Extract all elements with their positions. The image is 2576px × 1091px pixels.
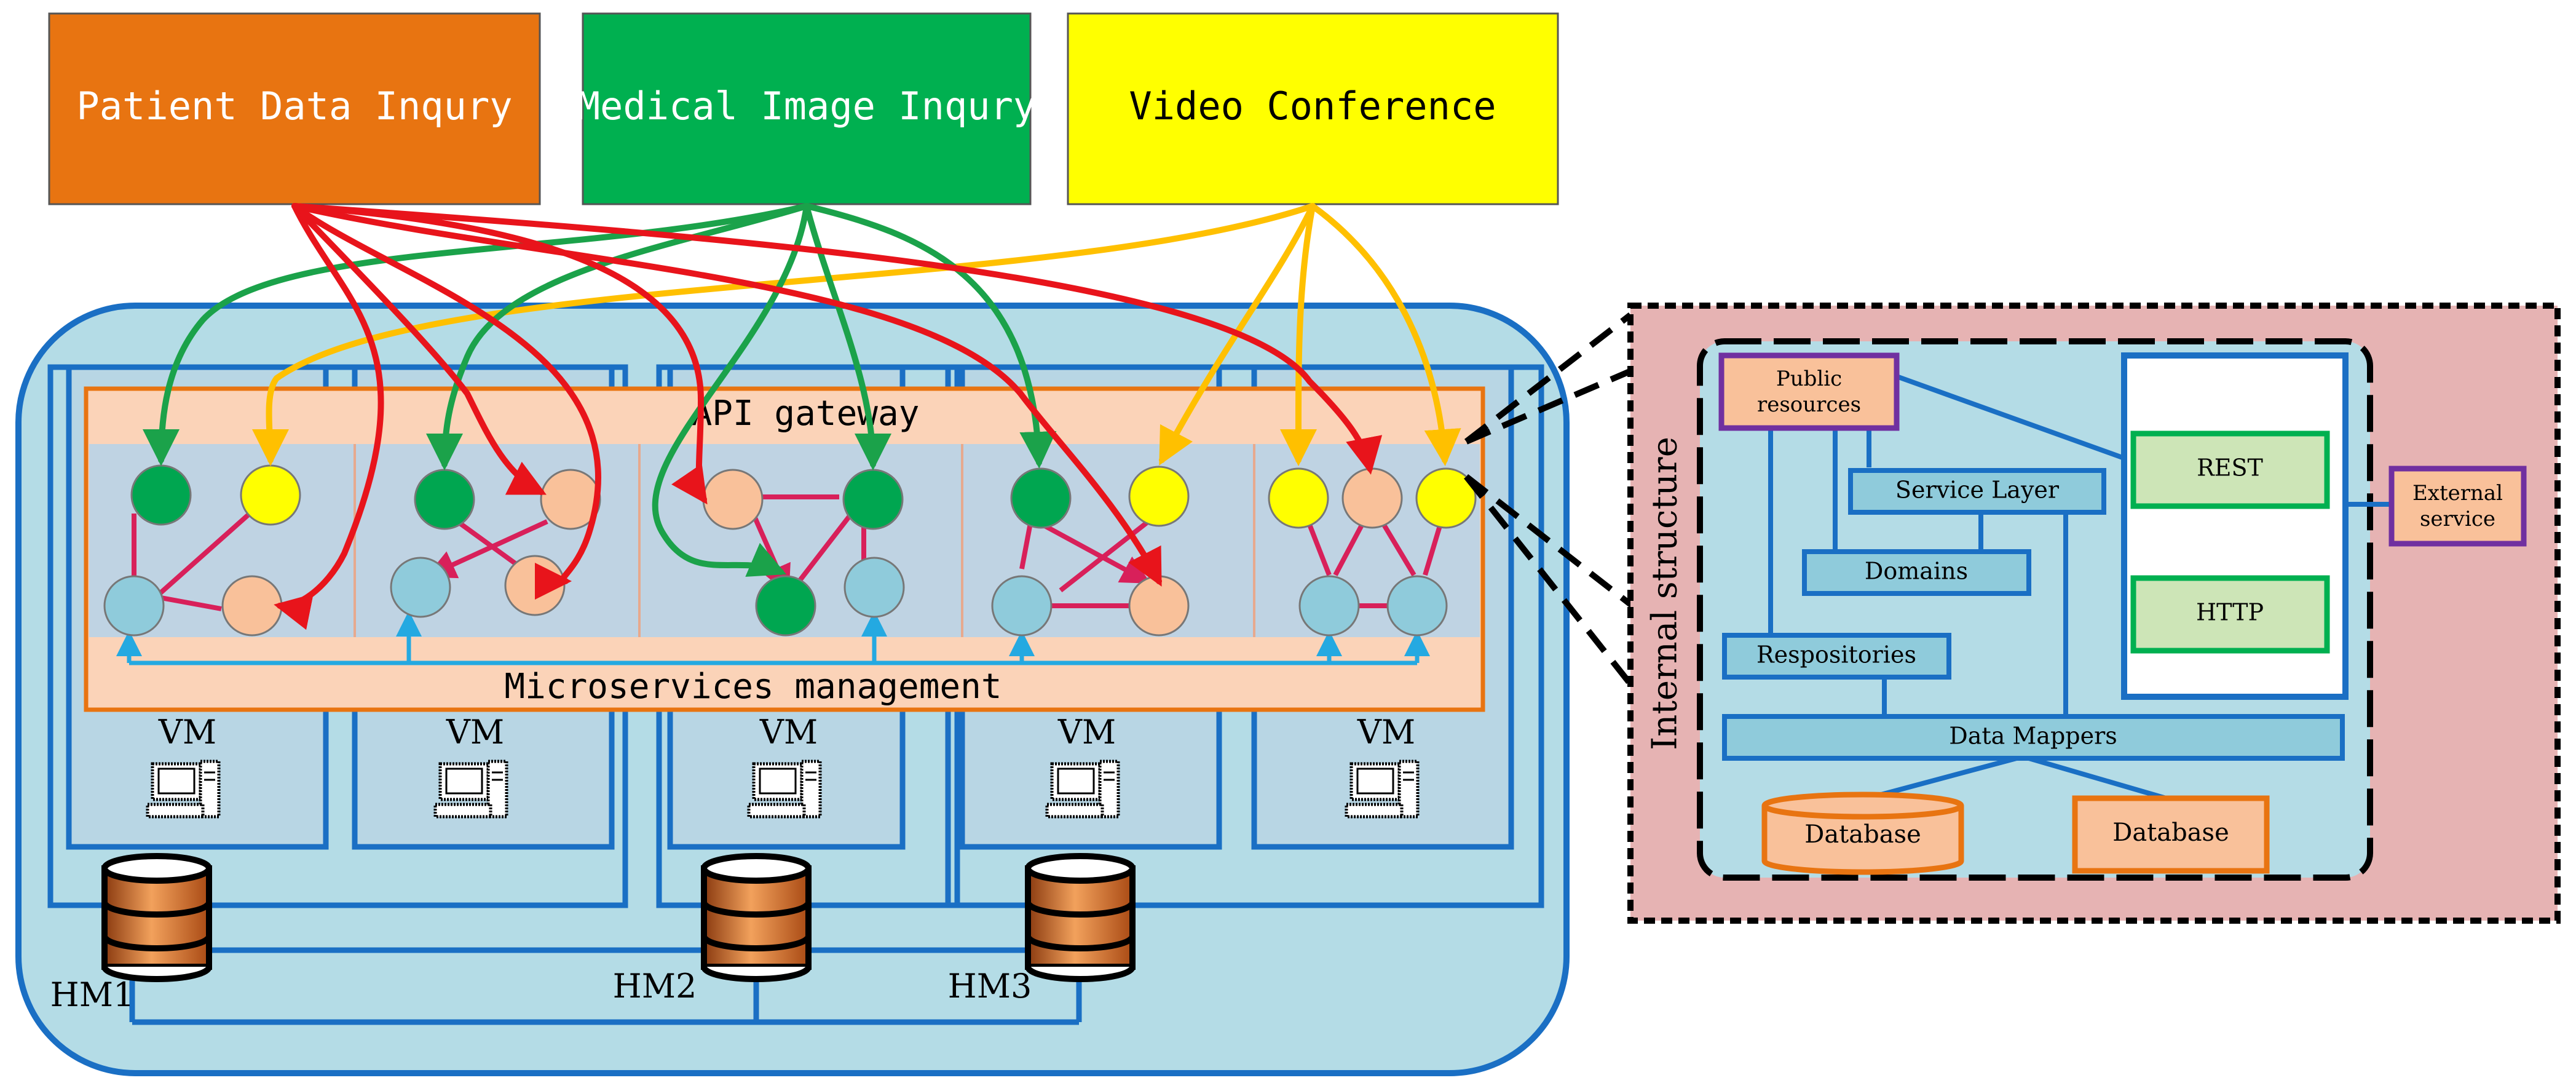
microservices-management-label: Microservices management: [504, 667, 1002, 707]
service-node: [1128, 466, 1190, 527]
database-1-label: Database: [1804, 820, 1921, 849]
host-label-hm1: HM1: [50, 975, 135, 1014]
service-label-medical-image: Medical Image Inqury: [577, 84, 1037, 129]
http-box: [2130, 575, 2330, 654]
internal-structure-title: Internal structure: [1645, 437, 1685, 750]
http-label: HTTP: [2196, 599, 2264, 626]
public-resources-box: [1718, 352, 1900, 431]
database-2-label: Database: [2112, 819, 2229, 847]
request-arrows: [143, 203, 1461, 630]
service-node: [540, 469, 601, 530]
computer-icon: [749, 761, 820, 817]
service-node: [221, 575, 283, 637]
vm-label: VM: [158, 713, 216, 752]
vm-label: VM: [1357, 713, 1415, 752]
host-connections: [129, 947, 1082, 1025]
service-layer-box: [1848, 468, 2106, 515]
repositories-box: [1722, 633, 1951, 680]
internal-connectors: [1768, 374, 2392, 802]
service-node: [130, 464, 192, 526]
service-node: [240, 464, 301, 526]
service-node: [414, 469, 475, 530]
public-resources-label: Public resources: [1756, 366, 1862, 418]
service-node: [991, 575, 1053, 637]
repositories-label: Respositories: [1756, 641, 1916, 668]
service-box-video-conference: Video Conference: [1067, 12, 1559, 205]
service-node: [103, 575, 165, 637]
service-node: [390, 557, 451, 618]
external-service-label: External service: [2412, 480, 2503, 532]
service-node: [1010, 467, 1072, 529]
service-node: [1341, 467, 1403, 529]
database-2-box: [2072, 795, 2270, 874]
management-bus: [116, 611, 1430, 665]
service-node: [1415, 467, 1477, 529]
vm-label: VM: [759, 713, 818, 752]
service-node: [504, 555, 566, 616]
service-box-medical-image: Medical Image Inqury: [577, 12, 1037, 205]
service-separators: [354, 444, 1255, 637]
internal-structure-panel: Internal structure Public resources Serv…: [1627, 303, 2561, 924]
service-node: [844, 557, 905, 618]
computer-icon: [435, 761, 507, 817]
database-1-icon: [1761, 791, 1964, 875]
computer-icon: [1047, 761, 1118, 817]
service-label-patient-data: Patient Data Inqury: [76, 84, 512, 129]
service-label-video-conference: Video Conference: [1129, 84, 1496, 129]
service-node: [1386, 575, 1448, 637]
service-node: [755, 575, 816, 637]
domains-label: Domains: [1865, 558, 1968, 585]
vm-row: VM VM VM VM VM: [148, 713, 1418, 817]
computer-icon: [148, 761, 219, 817]
vm-label: VM: [446, 713, 504, 752]
database-host-2-icon: [704, 856, 808, 979]
service-node: [1268, 467, 1329, 529]
rest-label: REST: [2197, 454, 2263, 482]
domains-box: [1802, 549, 2031, 596]
rest-box: [2130, 430, 2330, 509]
microservice-nodes: [103, 464, 1477, 637]
data-mappers-label: Data Mappers: [1949, 723, 2117, 750]
computer-icon: [1346, 761, 1418, 817]
api-gateway-label: API gateway: [692, 394, 920, 434]
service-node: [1128, 575, 1190, 637]
service-node: [842, 469, 904, 530]
host-label-hm3: HM3: [948, 967, 1032, 1006]
database-host-1-icon: [105, 856, 209, 979]
data-mappers-box: [1722, 714, 2345, 761]
external-service-box: [2388, 466, 2527, 547]
host-label-hm2: HM2: [613, 967, 697, 1006]
database-host-3-icon: [1028, 856, 1132, 979]
service-layer-label: Service Layer: [1895, 477, 2060, 504]
service-node: [1298, 575, 1360, 637]
service-node: [702, 469, 764, 530]
vm-label: VM: [1057, 713, 1116, 752]
service-box-patient-data: Patient Data Inqury: [48, 12, 541, 205]
